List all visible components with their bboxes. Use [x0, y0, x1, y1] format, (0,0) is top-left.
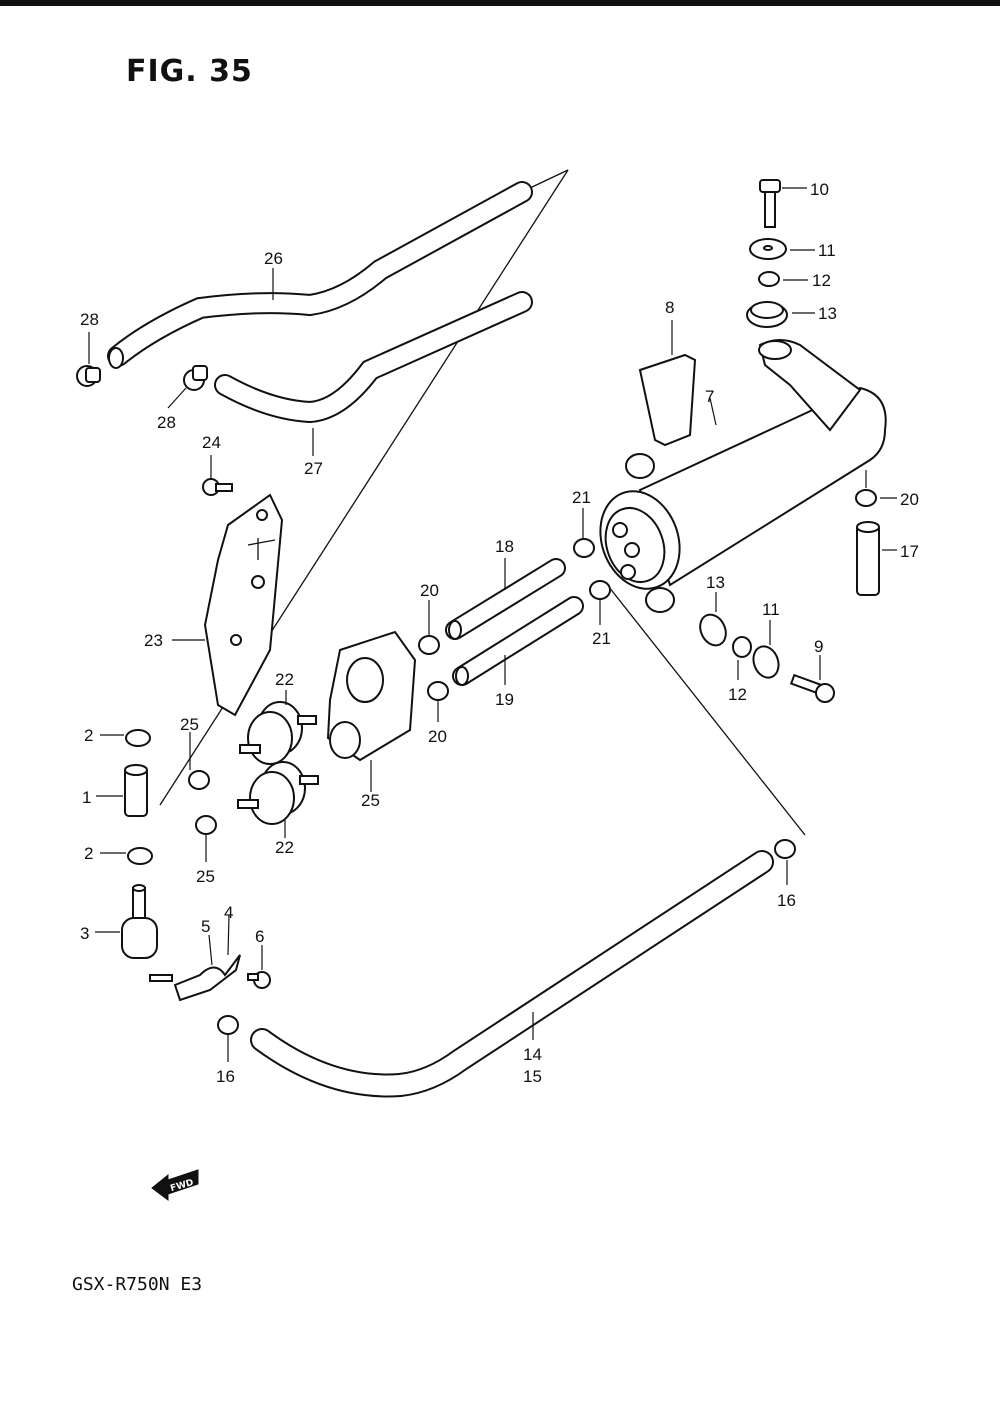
callout-28-bottom: 28: [157, 413, 176, 432]
model-code: GSX-R750N E3: [72, 1274, 203, 1295]
callout-25-lower: 25: [196, 867, 215, 886]
callout-22-lower: 22: [275, 838, 294, 857]
callout-16-right: 16: [777, 891, 796, 910]
clamp-16-right: [774, 839, 796, 885]
clamp-2-lower: [100, 847, 153, 865]
callout-19: 19: [495, 690, 514, 709]
callout-20-right: 20: [900, 490, 919, 509]
callout-16-left: 16: [216, 1067, 235, 1086]
callout-25-holder: 25: [361, 791, 380, 810]
callout-13-top: 13: [818, 304, 837, 323]
leader-4: [227, 914, 230, 956]
hose-27: [214, 291, 533, 456]
clamp-21-lower: [589, 580, 611, 625]
callout-8: 8: [665, 298, 674, 317]
hose-18: [445, 558, 566, 640]
clamp-28-left: [76, 332, 101, 387]
valve-3: [95, 884, 173, 982]
callout-21-lower: 21: [592, 629, 611, 648]
filter-22-lower: [237, 761, 319, 838]
hose-1: [96, 764, 148, 817]
callout-9: 9: [814, 637, 823, 656]
bolt-9: [789, 655, 835, 703]
callout-12-top: 12: [812, 271, 831, 290]
clamp-20-upper: [418, 600, 440, 655]
band-8: [638, 320, 697, 447]
clamp-21-upper: [573, 508, 595, 558]
callout-28-top: 28: [80, 310, 99, 329]
clamp-25-upper: [188, 732, 210, 790]
canister-7: [599, 386, 887, 613]
callout-7: 7: [705, 387, 714, 406]
bracket-23: [172, 493, 284, 717]
callout-11-top: 11: [818, 241, 836, 260]
fwd-arrow-icon: FWD: [151, 1169, 199, 1201]
callout-5: 5: [201, 917, 210, 936]
clamp-28-right: [167, 365, 208, 409]
callout-23: 23: [144, 631, 163, 650]
callout-10: 10: [810, 180, 829, 199]
callout-15: 15: [523, 1067, 542, 1086]
callout-3: 3: [80, 924, 89, 943]
callout-4: 4: [224, 903, 233, 922]
callout-13-right: 13: [706, 573, 725, 592]
washer-11-top: [749, 238, 815, 260]
figure-title: FIG. 35: [126, 54, 253, 89]
reference-line: [604, 581, 806, 836]
screw-6: [247, 945, 271, 989]
callout-2-upper: 2: [84, 726, 93, 745]
callout-24: 24: [202, 433, 221, 452]
callout-18: 18: [495, 537, 514, 556]
callout-20-upper: 20: [420, 581, 439, 600]
hose-17: [856, 521, 897, 596]
clamp-16-left: [217, 1015, 239, 1062]
callout-1: 1: [82, 788, 91, 807]
callout-25-upper: 25: [180, 715, 199, 734]
callout-2-lower: 2: [84, 844, 93, 863]
callout-27: 27: [304, 459, 323, 478]
hose-14-15: [250, 850, 774, 1098]
washer-11-right: [752, 620, 780, 679]
callout-20-lower: 20: [428, 727, 447, 746]
callout-21-upper: 21: [572, 488, 591, 507]
clamp-25-lower: [195, 815, 217, 862]
canister-strap: [758, 339, 862, 432]
callout-12-right: 12: [728, 685, 747, 704]
callout-17: 17: [900, 542, 919, 561]
callout-26: 26: [264, 249, 283, 268]
clamp-20-lower: [427, 681, 449, 722]
bolt-10: [759, 179, 807, 228]
collar-12-right: [732, 636, 752, 680]
grommet-13-right: [699, 592, 727, 647]
clamp-20-right: [855, 470, 897, 507]
callout-11-right: 11: [762, 600, 780, 619]
collar-12-top: [758, 271, 808, 287]
hose-19: [452, 596, 584, 686]
filter-22-upper: [239, 690, 317, 765]
hose-26: [107, 181, 533, 369]
callout-6: 6: [255, 927, 264, 946]
callout-22-upper: 22: [275, 670, 294, 689]
grommet-13-top: [746, 301, 815, 328]
clamp-2-upper: [100, 729, 151, 747]
top-border: [0, 0, 1000, 6]
reference-line: [529, 169, 569, 189]
callout-14: 14: [523, 1045, 542, 1064]
bolt-24: [202, 455, 233, 496]
holder-25: [326, 630, 417, 792]
bracket-5: [173, 934, 241, 1002]
